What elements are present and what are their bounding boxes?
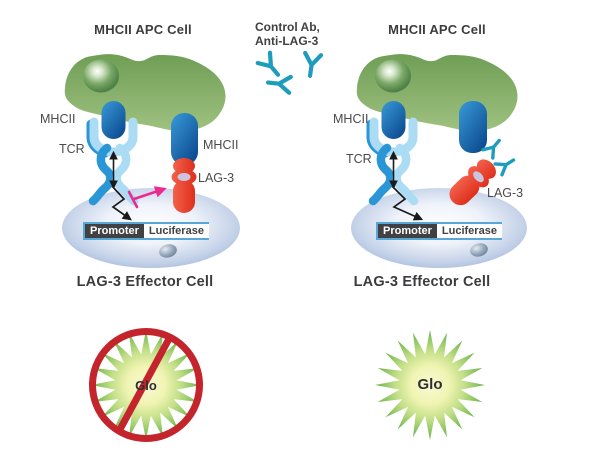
annotation-line2: Anti-LAG-3 [255,34,319,48]
antibody-icons [258,53,321,93]
left-glo-label: Glo [135,378,157,393]
left-lag3-label: LAG-3 [198,171,235,185]
antibody-icon [267,75,291,93]
left-apc-cell [64,54,226,131]
inhibition-tbar-icon [127,186,167,209]
antibody-icon [493,152,519,177]
no-symbol-icon [89,328,203,442]
right-effector-cell-title: LAG-3 Effector Cell [353,274,491,290]
lag3-receptor [171,158,197,213]
antibody-icon [258,53,284,80]
effector-nucleus [159,244,177,258]
apc-nucleus [83,59,119,93]
left-mhcii-label: MHCII [40,112,76,126]
right-reporter-construct: Promoter Luciferase [376,222,502,240]
left-apc-cell-title: MHCII APC Cell [94,22,192,37]
left-mhcii-lag3-pair [171,113,198,213]
left-mhcii2-label: MHCII [203,138,239,152]
luciferase-box: Luciferase [143,224,209,238]
promoter-box: Promoter [378,224,437,238]
left-reporter-construct: Promoter Luciferase [83,222,209,240]
right-mhcii-label: MHCII [333,112,369,126]
right-lag3-label: LAG-3 [487,186,524,200]
signal-zigzag-arrow-icon [111,185,132,221]
mhcii-receptor [171,113,198,165]
right-glo-label: Glo [417,376,443,393]
right-apc-cell-title: MHCII APC Cell [388,22,486,37]
right-free-mhcii-lag3 [443,101,519,211]
antibody-icon [302,53,321,77]
right-tcr-label: TCR [346,152,372,166]
mhcii-receptor [459,101,487,153]
effector-nucleus [470,243,488,257]
signal-zigzag-arrow-icon [391,185,424,221]
antibody-annotation: Control Ab, Anti-LAG-3 [255,20,320,48]
apc-nucleus [375,59,411,93]
right-apc-cell [356,54,518,131]
left-effector-cell-title: LAG-3 Effector Cell [76,274,214,290]
left-tcr-label: TCR [59,142,85,156]
annotation-line1: Control Ab, [255,20,320,34]
promoter-box: Promoter [85,224,144,238]
luciferase-box: Luciferase [436,224,502,238]
